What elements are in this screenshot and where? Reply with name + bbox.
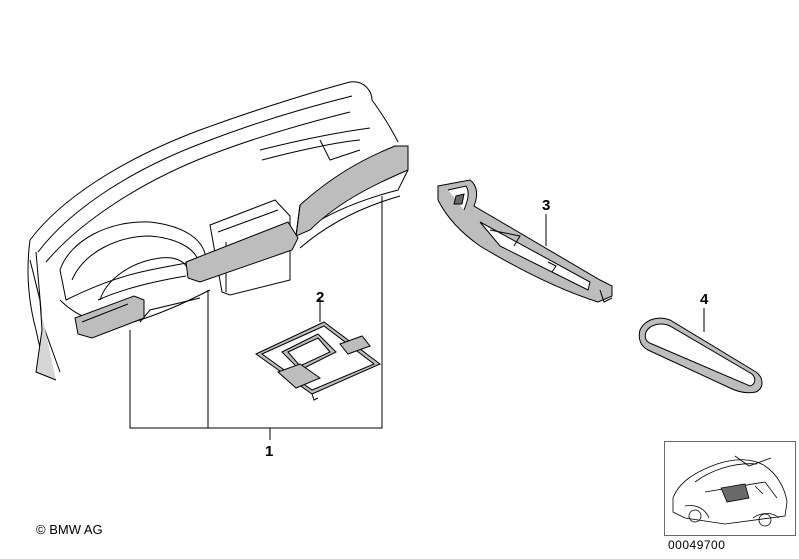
part-2-shift-trim	[255, 298, 381, 401]
leader-lines-part-1	[129, 196, 383, 440]
copyright-notice: © BMW AG	[36, 522, 103, 537]
callout-part-3: 3	[542, 197, 550, 214]
vehicle-thumbnail	[664, 441, 796, 536]
part-4-armrest-cover	[638, 308, 763, 394]
part-3-door-handle	[437, 179, 613, 303]
callout-part-4: 4	[700, 291, 709, 308]
dashboard-trim-strips	[74, 145, 409, 339]
car-outline-icon	[672, 455, 788, 527]
callout-part-2: 2	[316, 289, 324, 306]
image-number: 00049700	[668, 538, 726, 552]
callout-part-1: 1	[265, 443, 273, 460]
